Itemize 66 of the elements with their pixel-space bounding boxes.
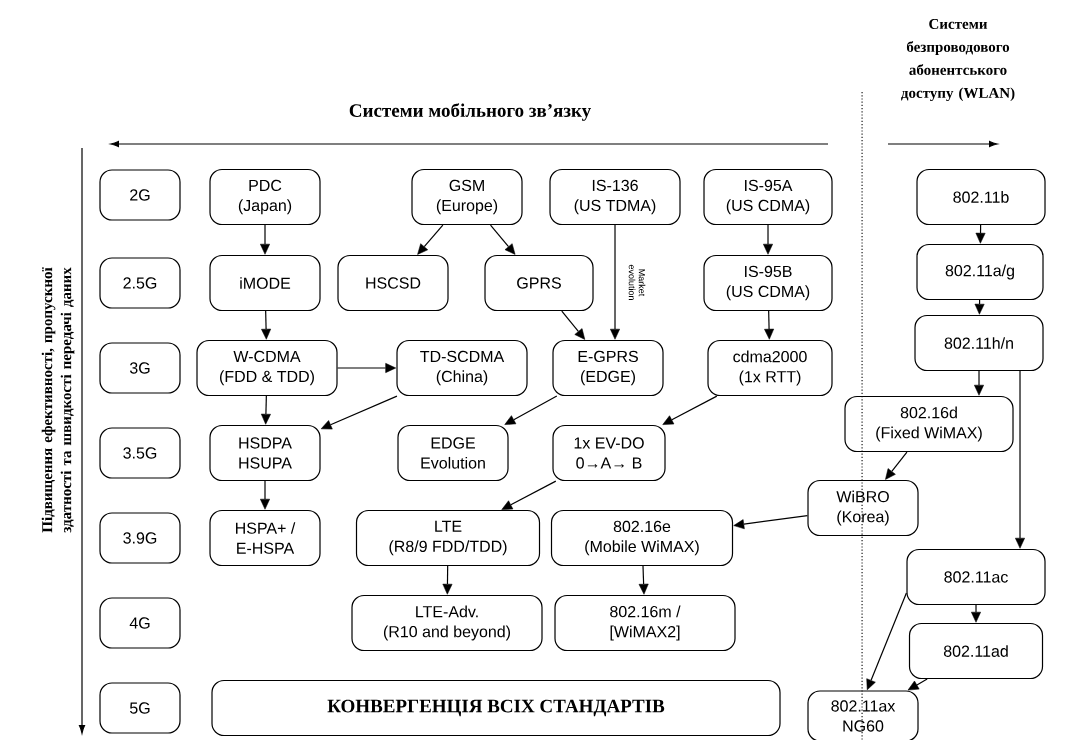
standard-box: 802.16e (Mobile WiMAX) [550, 509, 734, 567]
standard-box: GSM (Europe) [411, 168, 523, 226]
banner-box: КОНВЕРГЕНЦІЯ ВСІХ СТАНДАРТІВ [211, 679, 781, 737]
standard-box: cdma2000 (1x RTT) [707, 339, 833, 397]
arrow [662, 395, 718, 425]
arrow [971, 604, 981, 623]
arrow [866, 592, 907, 691]
arrow [1015, 370, 1025, 549]
standard-box: 802.11ac [906, 548, 1046, 606]
arrow [974, 299, 985, 315]
edge-label: Market evolution [628, 264, 646, 300]
stage-box: 2.5G [99, 257, 181, 309]
arrow [610, 224, 620, 340]
stage-box: 5G [99, 682, 181, 734]
arrow [907, 678, 928, 691]
standard-box: HSPA+ / E-HSPA [209, 509, 321, 567]
standard-box: IS-95A (US CDMA) [703, 168, 833, 226]
heading: Підвищення ефективності, пропускної здатності та швидкості передачі даних [41, 267, 75, 533]
arrow [260, 480, 270, 510]
standard-box: 802.11ax NG60 [807, 690, 919, 740]
arrow [638, 565, 649, 595]
arrow [733, 514, 808, 530]
stage-box: 2G [99, 169, 181, 221]
arrow [260, 224, 270, 255]
arrow [417, 224, 444, 255]
arrow [561, 310, 586, 340]
standard-box: PDC (Japan) [209, 168, 321, 226]
arrow [504, 395, 558, 425]
arrow [974, 370, 984, 396]
arrow [975, 224, 986, 244]
standard-box: HSCSD [337, 254, 449, 312]
standard-box: 802.11a/g [916, 243, 1044, 301]
standard-box: 802.16m / [WiMAX2] [554, 594, 736, 652]
standard-box: 802.11ad [908, 622, 1044, 680]
standard-box: LTE (R8/9 FDD/TDD) [355, 509, 541, 567]
standard-box: 802.11b [916, 168, 1046, 226]
arrow [501, 480, 557, 510]
arrow [764, 310, 774, 340]
arrow [763, 224, 773, 255]
stage-box: 3G [99, 342, 181, 394]
stage-box: 3.5G [99, 427, 181, 479]
standard-box: 802.16d (Fixed WiMAX) [844, 395, 1014, 453]
standard-box: 1x EV-DO 0→A→ B [552, 424, 666, 482]
arrow [261, 310, 271, 340]
standard-box: WiBRO (Korea) [807, 479, 919, 537]
standard-box: HSDPA HSUPA [209, 424, 321, 482]
arrow [442, 565, 453, 595]
standard-box: EDGE Evolution [397, 424, 509, 482]
arrow [885, 451, 908, 480]
standard-box: 802.11h/n [914, 314, 1044, 372]
standard-box: W-CDMA (FDD & TDD) [196, 339, 338, 397]
arrow [261, 395, 271, 425]
arrow [489, 224, 516, 255]
standard-box: IS-95B (US CDMA) [703, 254, 833, 312]
standard-box: GPRS [484, 254, 594, 312]
standard-box: E-GPRS (EDGE) [552, 339, 664, 397]
heading: Системи безпроводового абонентського доступу (WLAN) [901, 18, 1015, 102]
arrow [337, 363, 397, 373]
arrow [320, 395, 398, 430]
standard-box: iMODE [209, 254, 321, 312]
standard-box: TD-SCDMA (China) [396, 339, 528, 397]
heading: Системи мобільного зв’язку [349, 103, 591, 121]
standard-box: LTE-Adv. (R10 and beyond) [351, 594, 543, 652]
standard-box: IS-136 (US TDMA) [549, 168, 681, 226]
stage-box: 3.9G [99, 512, 181, 564]
stage-box: 4G [99, 597, 181, 649]
